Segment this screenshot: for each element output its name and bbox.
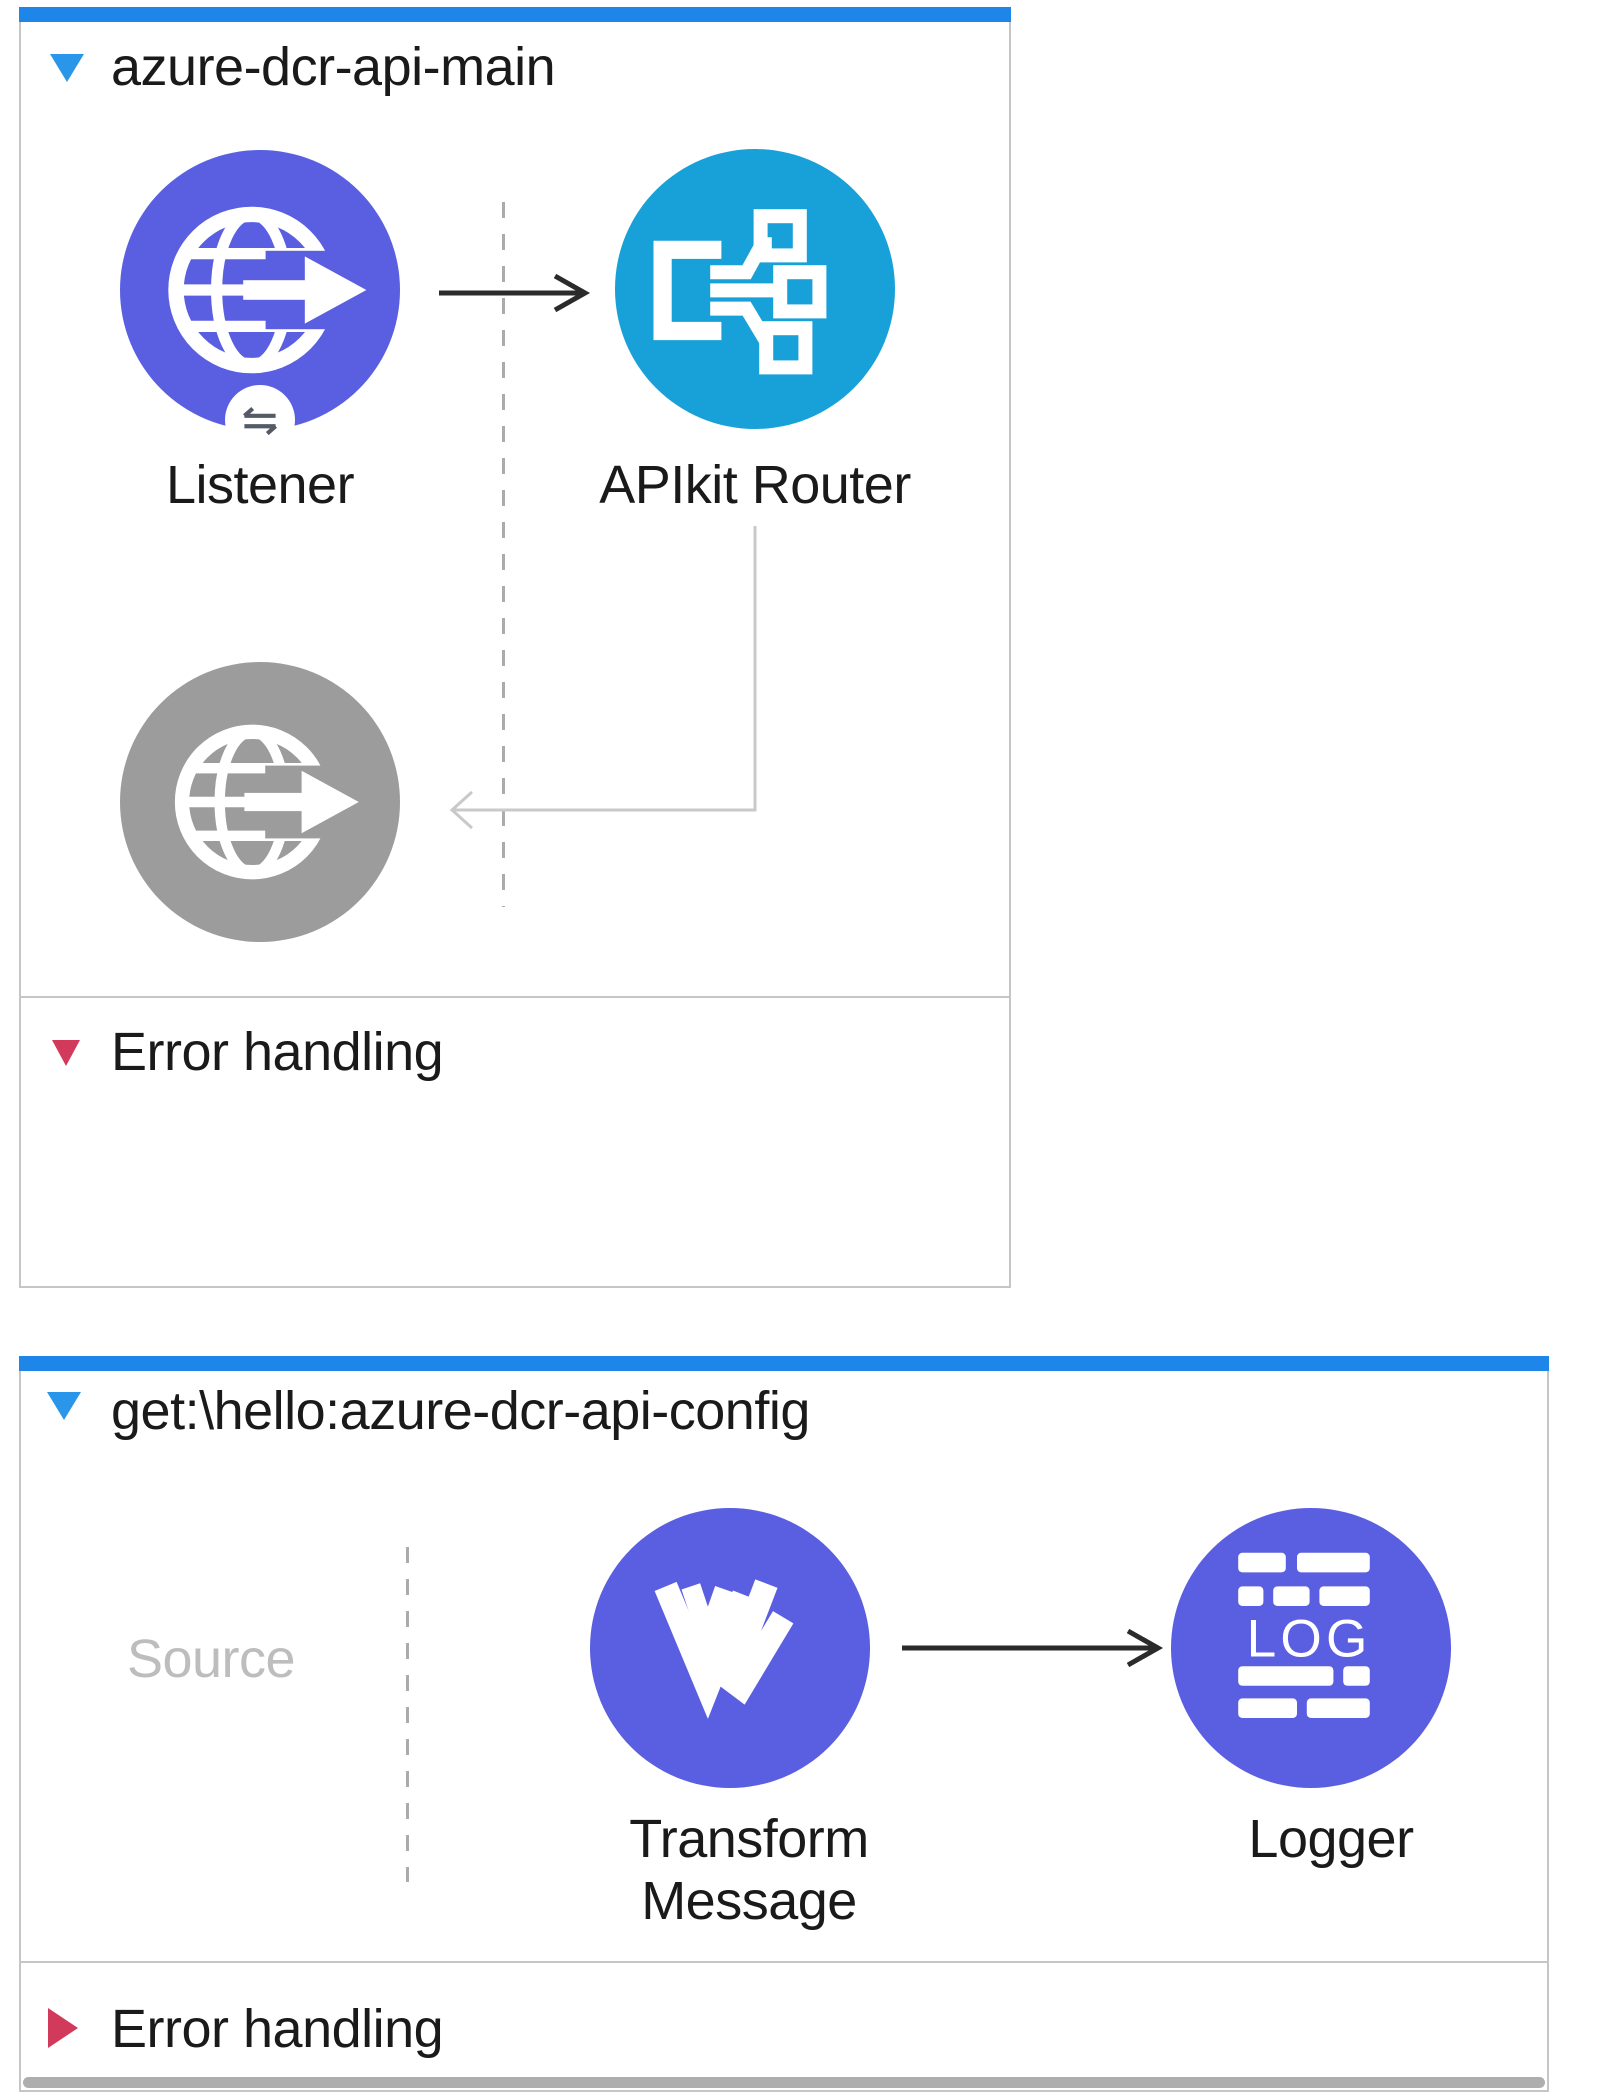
- flow-title: azure-dcr-api-main: [111, 37, 556, 97]
- source-divider-dashed-line: [502, 202, 505, 907]
- section-divider: [21, 996, 1009, 998]
- return-connector: [449, 526, 757, 830]
- exchange-arrows-icon: [243, 406, 277, 436]
- flow-accent-bar: [19, 1356, 1549, 1371]
- node-label-logger: Logger: [1248, 1809, 1414, 1869]
- error-collapse-triangle-icon[interactable]: [52, 1040, 80, 1066]
- flow-arrow: [439, 273, 591, 313]
- flow-container-main: azure-dcr-api-main Listener: [19, 7, 1011, 1288]
- node-label-listener: Listener: [165, 455, 355, 515]
- collapse-triangle-icon[interactable]: [47, 1392, 81, 1420]
- globe-arrow-icon: [174, 724, 359, 880]
- flow-accent-bar: [19, 7, 1011, 22]
- router-branch-icon: [653, 209, 827, 375]
- horizontal-scrollbar[interactable]: [23, 2077, 1545, 2088]
- flow-container-get-hello: get:\hello:azure-dcr-api-config Source T…: [19, 1356, 1549, 2092]
- node-apikit-router[interactable]: [615, 149, 895, 429]
- node-listener-response-disabled[interactable]: [120, 662, 400, 942]
- flow-title: get:\hello:azure-dcr-api-config: [111, 1381, 810, 1441]
- globe-arrow-icon: [168, 206, 367, 374]
- node-listener[interactable]: [120, 150, 400, 430]
- source-placeholder-label: Source: [126, 1629, 296, 1689]
- collapse-triangle-icon[interactable]: [50, 54, 84, 82]
- node-logger[interactable]: LOG: [1171, 1508, 1451, 1788]
- listener-exchange-badge: [225, 385, 295, 455]
- error-collapse-triangle-icon[interactable]: [48, 2008, 78, 2048]
- node-label-transform-line1: Transform: [629, 1809, 869, 1869]
- error-handling-label[interactable]: Error handling: [111, 1022, 444, 1082]
- source-divider-dashed-line: [406, 1547, 409, 1882]
- node-label-transform-line2: Message: [641, 1871, 857, 1931]
- node-label-apikit-router: APIkit Router: [599, 455, 911, 515]
- node-transform-message[interactable]: [590, 1508, 870, 1788]
- flow-arrow: [902, 1628, 1164, 1668]
- logger-icon-text: LOG: [1247, 1609, 1372, 1668]
- section-divider: [21, 1961, 1547, 1963]
- error-handling-label[interactable]: Error handling: [111, 1999, 444, 2059]
- dataweave-transform-icon: [654, 1579, 794, 1719]
- log-lines-icon: LOG: [1238, 1552, 1372, 1718]
